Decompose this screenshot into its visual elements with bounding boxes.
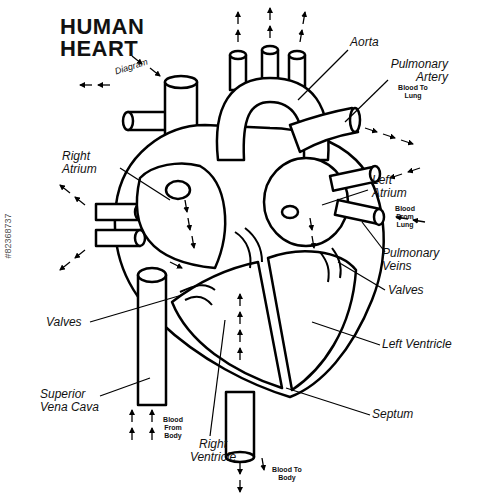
part-label: Pulmonary Veins — [382, 247, 452, 273]
diagram-title: HUMAN HEART — [60, 16, 140, 60]
part-label: Right Ventricle — [178, 438, 248, 464]
part-label: Superior Vena Cava — [40, 388, 110, 414]
part-label: Valves — [388, 284, 448, 297]
watermark-id: #82368737 — [2, 199, 15, 259]
part-label: Left Atrium — [372, 174, 422, 200]
flow-note: Blood To Body — [272, 466, 302, 482]
part-label: Right Atrium — [62, 150, 122, 176]
part-label: Left Ventricle — [382, 338, 452, 351]
part-label: Valves — [46, 316, 96, 329]
part-label: Aorta — [350, 36, 410, 49]
part-label: Septum — [372, 408, 432, 421]
flow-note: Blood To Lung — [398, 84, 428, 100]
part-label: Pulmonary Artery — [368, 58, 448, 84]
flow-note: Blood From Body — [158, 416, 188, 440]
flow-note: Blood From Lung — [388, 205, 422, 229]
